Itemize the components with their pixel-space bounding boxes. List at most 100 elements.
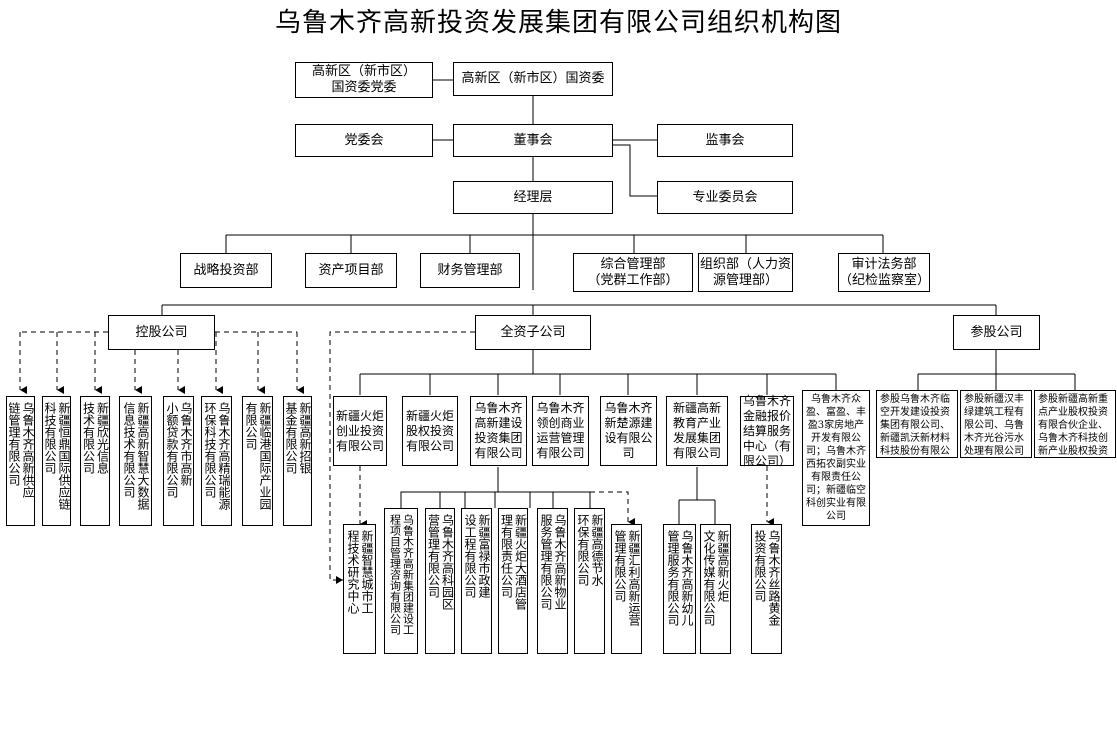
sub-company-box: 新疆高新火炬 文化传媒有限公司 (700, 524, 731, 654)
company-name: 乌鲁木齐新楚源建设有限公司 (604, 401, 653, 460)
sub-company-box: 乌鲁木齐丝路黄金 投资有限公司 (751, 524, 782, 654)
company-name-col: 乌鲁木齐高科园区 (440, 514, 455, 610)
company-name-col: 营管理有限公司 (426, 514, 441, 598)
party-committee-box: 党委会 (295, 124, 433, 157)
minority-category-box: 参股公司 (953, 315, 1040, 350)
holding-company-box: 新疆临港国际产业园 有限公司 (242, 396, 273, 526)
department-sublabel: （纪检监察室） (839, 272, 931, 288)
holding-company-box: 新疆高新智慧大数据 信息技术有限公司 (119, 396, 152, 526)
holding-company-box: 乌鲁木齐高精瑞能源 环保科技有限公司 (201, 396, 232, 526)
company-name: 乌鲁木齐众盈、富盈、丰盈3家房地产开发有限公司；乌鲁木齐西拓农副实业有限责任公司… (806, 394, 866, 522)
department-label: 财务管理部 (437, 262, 503, 278)
board-label: 董事会 (513, 132, 553, 148)
company-name: 参股乌鲁木齐临空开发建设投资集团有限公司、新疆凯沃新材料科技股份有限公司等23家… (880, 394, 950, 457)
holding-company-box: 新疆欣光信息 技术有限公司 (80, 396, 110, 526)
department-label: 综合管理部 (600, 256, 666, 272)
company-name-col: 链管理有限公司 (7, 402, 21, 486)
company-name-col: 乌鲁木齐高精瑞能源 (217, 402, 231, 510)
district-party-committee-box: 高新区（新市区） 国资委党委 (295, 62, 433, 98)
chart-title: 乌鲁木齐高新投资发展集团有限公司组织机构图 (274, 8, 842, 38)
department-sublabel: 源管理部） (712, 272, 778, 288)
management-box: 经理层 (453, 181, 613, 214)
company-name: 参股新疆高新重点产业股权投资有限合伙企业、乌鲁木齐科技创新产业股权投资基金合作企… (1038, 394, 1108, 457)
company-name-col: 新疆高德节水 (590, 514, 604, 586)
company-name-col: 乌鲁木齐高新幼儿 (680, 530, 694, 626)
company-name-col: 新疆临港国际产业园 (258, 402, 272, 510)
wholly-owned-company-box: 乌鲁木齐领创商业运营管理有限公司 (532, 396, 589, 466)
company-name: 参股新疆汉丰绿建筑工程有限公司、乌鲁木齐光谷污水处理有限公司等10家PPP项目公… (964, 394, 1024, 457)
company-name-col: 环保有限公司 (576, 514, 590, 586)
company-name: 乌鲁木齐金融报价结算服务中心（有限公司） (743, 393, 792, 468)
minority-company-box: 参股新疆高新重点产业股权投资有限合伙企业、乌鲁木齐科技创新产业股权投资基金合作企… (1034, 390, 1116, 458)
sub-company-box: 乌鲁木齐高科园区 营管理有限公司 (425, 508, 455, 654)
district-party-committee-line1: 高新区（新市区） (311, 64, 416, 79)
minority-company-box: 参股新疆汉丰绿建筑工程有限公司、乌鲁木齐光谷污水处理有限公司等10家PPP项目公… (960, 390, 1032, 458)
wholly-owned-company-box: 乌鲁木齐高新建设投资集团有限公司 (470, 396, 527, 466)
company-name-col: 服务管理有限公司 (539, 514, 553, 610)
department-label: 战略投资部 (193, 262, 259, 278)
wholly-owned-company-box: 新疆火炬股权投资有限公司 (402, 396, 458, 466)
company-name-col: 乌鲁木齐高新集团建设工 (401, 514, 415, 635)
department-box: 综合管理部 （党群工作部） (573, 253, 693, 292)
company-name: 新疆火炬创业投资有限公司 (336, 408, 385, 453)
board-box: 董事会 (453, 124, 613, 157)
wholly-owned-company-box: 乌鲁木齐众盈、富盈、丰盈3家房地产开发有限公司；乌鲁木齐西拓农副实业有限责任公司… (802, 390, 870, 526)
wholly-owned-company-box: 新疆高新教育产业发展集团有限公司 (666, 396, 728, 466)
company-name-col: 科技有限公司 (43, 402, 57, 474)
company-name: 乌鲁木齐领创商业运营管理有限公司 (536, 401, 585, 460)
minority-category-label: 参股公司 (970, 324, 1023, 340)
management-label: 经理层 (513, 189, 553, 205)
department-label: 审计法务部 (851, 256, 917, 272)
company-name-col: 新疆恒鼎国际供应链 (57, 402, 71, 510)
wholly-owned-company-box: 乌鲁木齐金融报价结算服务中心（有限公司） (740, 393, 794, 468)
company-name-col: 新疆高新招银 (298, 402, 312, 474)
wholly-owned-category-box: 全资子公司 (475, 315, 591, 350)
department-box: 财务管理部 (420, 253, 520, 288)
holding-company-box: 新疆高新招银 基金有限公司 (283, 396, 312, 526)
sub-company-box: 新疆高德节水 环保有限公司 (574, 508, 605, 654)
district-sasac-box: 高新区（新市区）国资委 (453, 62, 613, 96)
holding-category-box: 控股公司 (108, 315, 215, 350)
department-box: 资产项目部 (305, 253, 397, 288)
holding-company-box: 乌鲁木齐高新供应 链管理有限公司 (6, 396, 35, 526)
special-committee-label: 专业委员会 (692, 189, 758, 205)
company-name: 新疆火炬股权投资有限公司 (405, 408, 454, 453)
supervisory-board-box: 监事会 (657, 124, 793, 157)
company-name-col: 小额贷款有限公司 (165, 402, 179, 498)
company-name-col: 新疆智慧城市工 (360, 530, 374, 614)
company-name-col: 投资有限公司 (753, 530, 767, 602)
holding-category-label: 控股公司 (135, 324, 188, 340)
party-committee-label: 党委会 (344, 132, 384, 148)
wholly-owned-category-label: 全资子公司 (500, 324, 566, 340)
sub-company-box: 新疆火炬大酒店管 理有限责任公司 (498, 508, 528, 654)
company-name-col: 管理服务有限公司 (666, 530, 680, 626)
company-name-col: 基金有限公司 (284, 402, 298, 474)
company-name-col: 新疆欣光信息 (95, 402, 110, 474)
company-name-col: 新疆富禄市政建 (477, 514, 491, 598)
sub-company-box: 乌鲁木齐高新幼儿 管理服务有限公司 (663, 524, 696, 654)
company-name-col: 新疆火炬大酒店管 (513, 514, 528, 610)
company-name-col: 环保科技有限公司 (203, 402, 217, 498)
holding-company-box: 新疆恒鼎国际供应链 科技有限公司 (42, 396, 71, 526)
company-name-col: 程项目管理咨询有限公司 (388, 514, 402, 635)
special-committee-box: 专业委员会 (657, 181, 793, 214)
department-box: 审计法务部 （纪检监察室） (838, 253, 930, 292)
minority-company-box: 参股乌鲁木齐临空开发建设投资集团有限公司、新疆凯沃新材料科技股份有限公司等23家… (876, 390, 958, 458)
district-party-committee-line2: 国资委党委 (331, 80, 397, 95)
company-name-col: 新疆高新火炬 (716, 530, 730, 602)
department-box: 组织部（人力资 源管理部） (698, 253, 793, 292)
sub-company-box: 乌鲁木齐高新物业 服务管理有限公司 (537, 508, 568, 654)
wholly-owned-company-box: 新疆火炬创业投资有限公司 (333, 396, 387, 466)
company-name-col: 乌鲁木齐丝路黄金 (767, 530, 781, 626)
supervisory-board-label: 监事会 (705, 132, 745, 148)
company-name-col: 理有限责任公司 (499, 514, 514, 598)
company-name: 乌鲁木齐高新建设投资集团有限公司 (474, 401, 523, 460)
department-sublabel: （党群工作部） (587, 272, 679, 288)
company-name-col: 管理有限公司 (613, 530, 627, 602)
sub-company-box: 乌鲁木齐高新集团建设工 程项目管理咨询有限公司 (384, 508, 418, 654)
company-name-col: 技术有限公司 (81, 402, 96, 474)
company-name-col: 文化传媒有限公司 (702, 530, 716, 626)
sub-company-box: 新疆汇利高新运营 管理有限公司 (611, 524, 642, 654)
sub-company-box: 新疆智慧城市工 程技术研究中心 (343, 524, 376, 654)
